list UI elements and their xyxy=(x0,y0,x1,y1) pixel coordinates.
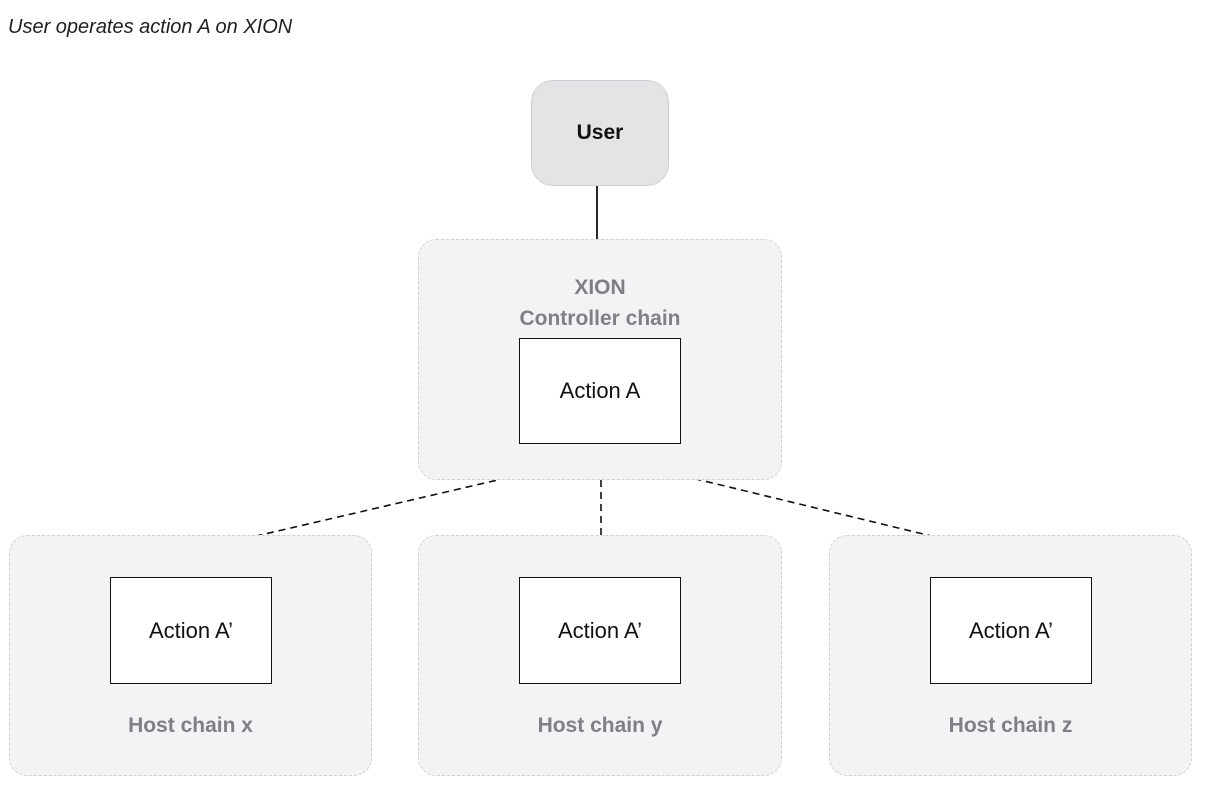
controller-chain-role: Controller chain xyxy=(519,307,681,330)
host-x-chain-title: Host chain x xyxy=(128,714,253,737)
host-chain-z-box: Action A’ Host chain z xyxy=(829,535,1192,776)
user-node: User xyxy=(531,80,669,186)
host-z-chain-title: Host chain z xyxy=(948,714,1073,737)
controller-chain-name: XION xyxy=(574,276,626,299)
host-z-action-box: Action A’ xyxy=(930,577,1092,684)
host-y-chain-title: Host chain y xyxy=(537,714,663,737)
controller-chain-title: XION Controller chain xyxy=(419,272,781,334)
controller-chain-box: XION Controller chain Action A xyxy=(418,239,782,480)
diagram-caption: User operates action A on XION xyxy=(8,16,293,38)
host-x-action-label: Action A’ xyxy=(149,617,233,643)
host-y-action-box: Action A’ xyxy=(519,577,681,684)
host-y-action-label: Action A’ xyxy=(558,617,642,643)
controller-action-label: Action A xyxy=(559,378,641,403)
host-x-action-box: Action A’ xyxy=(110,577,272,684)
controller-action-box: Action A xyxy=(519,338,681,444)
user-label: User xyxy=(576,121,624,144)
host-chain-y-box: Action A’ Host chain y xyxy=(418,535,782,776)
host-chain-x-box: Action A’ Host chain x xyxy=(9,535,372,776)
host-z-action-label: Action A’ xyxy=(969,617,1053,643)
